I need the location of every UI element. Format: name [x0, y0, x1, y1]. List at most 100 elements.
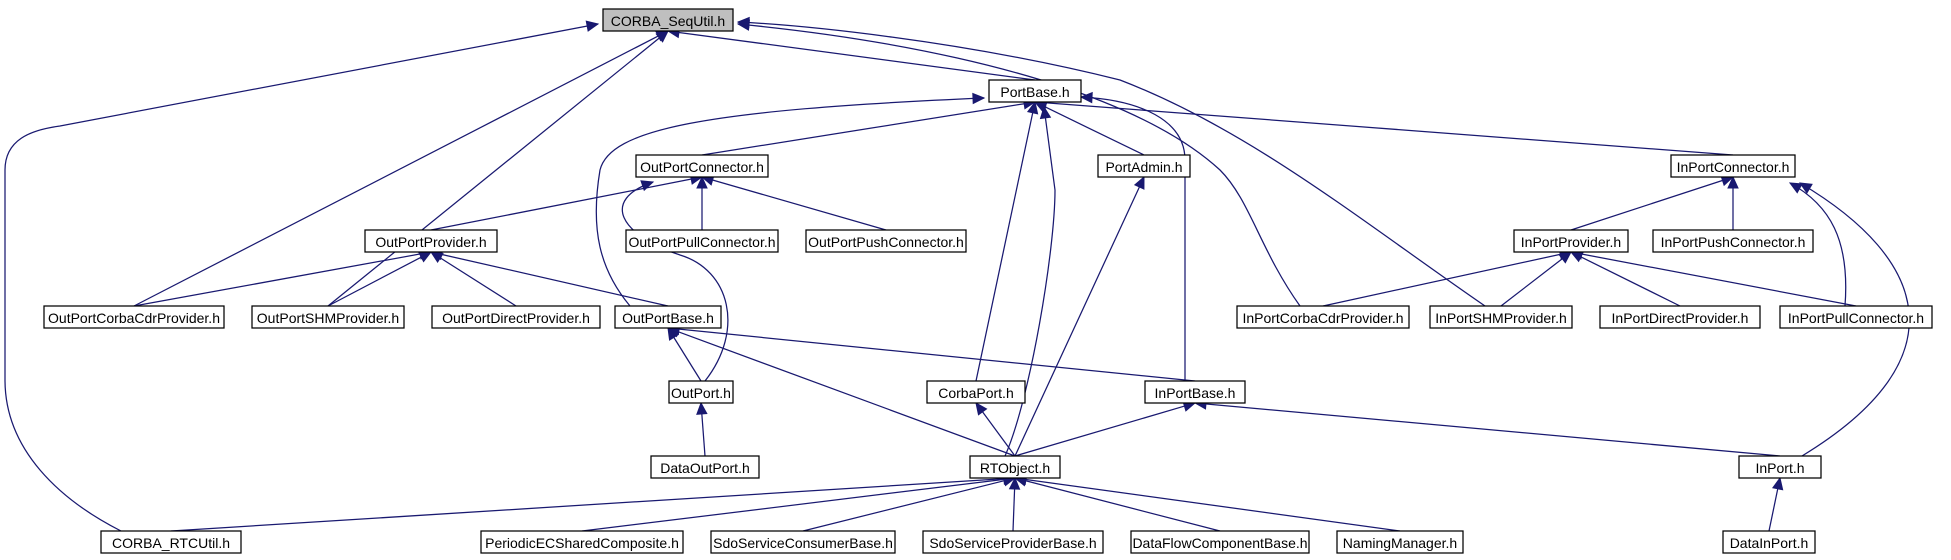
- node-inportcorbacdrprovider[interactable]: InPortCorbaCdrProvider.h: [1236, 305, 1410, 329]
- edge-sdoserviceproviderbase-to-rtobject: [1012, 487, 1016, 532]
- edge-outportpullconnector-to-outportconnector-arrowhead: [696, 175, 708, 189]
- edge-corbaport-to-portbase-arrowhead: [1026, 100, 1039, 115]
- node-portbase[interactable]: PortBase.h: [988, 79, 1082, 103]
- node-inportdirectprovider-label: InPortDirectProvider.h: [1612, 310, 1749, 326]
- node-inportprovider-label: InPortProvider.h: [1521, 234, 1621, 250]
- edge-datainport-to-inport: [1768, 487, 1779, 532]
- node-outportconnector-box: [635, 154, 769, 178]
- node-inportpullconnector-label: InPortPullConnector.h: [1788, 310, 1924, 326]
- node-outportpullconnector-label: OutPortPullConnector.h: [628, 234, 775, 250]
- edge-inportshmprovider-to-inportprovider: [1500, 257, 1564, 307]
- node-dataoutport-label: DataOutPort.h: [660, 460, 750, 476]
- node-rtobject-label: RTObject.h: [980, 460, 1050, 476]
- node-rtobject[interactable]: RTObject.h: [969, 455, 1061, 479]
- edge-periodicecsharedcomposite-to-rtobject: [581, 478, 1006, 532]
- node-periodicecsharedcomposite[interactable]: PeriodicECSharedComposite.h: [480, 530, 684, 554]
- edge-outportprovider-to-outportconnector: [430, 178, 693, 231]
- node-inportconnector[interactable]: InPortConnector.h: [1670, 154, 1796, 178]
- edge-inport-to-inportconnector-arrowhead: [1798, 182, 1813, 194]
- node-inport-label: InPort.h: [1755, 460, 1804, 476]
- node-namingmanager[interactable]: NamingManager.h: [1336, 530, 1464, 554]
- edges-layer: [4, 16, 1910, 532]
- node-inportshmprovider-box: [1429, 305, 1573, 329]
- node-inportbase-box: [1144, 380, 1246, 404]
- node-sdoserviceconsumerbase-label: SdoServiceConsumerBase.h: [713, 535, 893, 551]
- node-outportshmprovider[interactable]: OutPortSHMProvider.h: [251, 305, 405, 329]
- node-inportpushconnector[interactable]: InPortPushConnector.h: [1652, 229, 1814, 253]
- node-portadmin[interactable]: PortAdmin.h: [1097, 154, 1191, 178]
- edge-rtobject-to-portbase-arrowhead: [1039, 105, 1052, 120]
- node-sdoserviceproviderbase[interactable]: SdoServiceProviderBase.h: [922, 530, 1104, 554]
- node-corba_rtcutil-label: CORBA_RTCUtil.h: [112, 535, 230, 551]
- edge-corbaport-to-portbase: [975, 111, 1034, 382]
- edge-rtobject-to-inportbase: [1014, 405, 1186, 457]
- node-inportshmprovider[interactable]: InPortSHMProvider.h: [1429, 305, 1573, 329]
- node-sdoserviceproviderbase-label: SdoServiceProviderBase.h: [929, 535, 1096, 551]
- node-inportpushconnector-label: InPortPushConnector.h: [1661, 234, 1806, 250]
- node-outportcorbacdrprovider-box: [43, 305, 225, 329]
- node-inportpushconnector-box: [1652, 229, 1814, 253]
- edge-inportcorbacdrprovider-to-inportprovider: [1322, 253, 1562, 307]
- node-inportbase-label: InPortBase.h: [1155, 385, 1236, 401]
- node-corbaport[interactable]: CorbaPort.h: [926, 380, 1026, 404]
- node-outportprovider-label: OutPortProvider.h: [375, 234, 486, 250]
- node-inportconnector-box: [1670, 154, 1796, 178]
- edge-inportshmprovider-to-corba_sequtil-arrowhead: [736, 16, 750, 29]
- node-outport[interactable]: OutPort.h: [668, 380, 734, 404]
- edge-sdoserviceconsumerbase-to-rtobject: [802, 479, 1006, 532]
- node-corba_sequtil[interactable]: CORBA_SeqUtil.h: [602, 8, 734, 32]
- node-outportbase[interactable]: OutPortBase.h: [614, 305, 722, 329]
- edge-dataflowcomponentbase-to-rtobject: [1024, 479, 1221, 532]
- edge-dataoutport-to-outport-arrowhead: [696, 401, 708, 415]
- edge-outportconnector-to-portbase: [701, 102, 1026, 156]
- node-inportbase[interactable]: InPortBase.h: [1144, 380, 1246, 404]
- edge-outportdirectprovider-to-outportprovider: [439, 256, 517, 307]
- node-corbaport-label: CorbaPort.h: [938, 385, 1013, 401]
- edge-dataoutport-to-outport: [701, 412, 706, 457]
- node-inport[interactable]: InPort.h: [1738, 455, 1822, 479]
- edge-outportshmprovider-to-corba_sequtil-arrowhead: [655, 30, 669, 43]
- node-outportdirectprovider-box: [431, 305, 601, 329]
- edge-namingmanager-to-rtobject: [1024, 478, 1401, 532]
- node-outportdirectprovider[interactable]: OutPortDirectProvider.h: [431, 305, 601, 329]
- node-outportprovider[interactable]: OutPortProvider.h: [364, 229, 498, 253]
- node-corbaport-box: [926, 380, 1026, 404]
- node-outportcorbacdrprovider-label: OutPortCorbaCdrProvider.h: [48, 310, 220, 326]
- edge-inportconnector-to-portbase: [1044, 102, 1734, 156]
- node-datainport-box: [1722, 530, 1816, 554]
- node-inport-box: [1738, 455, 1822, 479]
- node-inportcorbacdrprovider-box: [1236, 305, 1410, 329]
- edge-inportbase-to-portbase-arrowhead: [1079, 91, 1093, 104]
- node-inportpullconnector[interactable]: InPortPullConnector.h: [1779, 305, 1933, 329]
- node-corba_rtcutil[interactable]: CORBA_RTCUtil.h: [100, 530, 242, 554]
- node-corba_sequtil-box: [602, 8, 734, 32]
- node-namingmanager-box: [1336, 530, 1464, 554]
- node-datainport-label: DataInPort.h: [1730, 535, 1809, 551]
- edge-inportshmprovider-to-inportprovider-arrowhead: [1558, 251, 1572, 264]
- edge-inport-to-inportbase: [1204, 403, 1781, 457]
- edge-outportshmprovider-to-outportprovider: [327, 256, 423, 307]
- node-dataoutport[interactable]: DataOutPort.h: [650, 455, 760, 479]
- node-inportdirectprovider[interactable]: InPortDirectProvider.h: [1599, 305, 1761, 329]
- node-datainport[interactable]: DataInPort.h: [1722, 530, 1816, 554]
- node-outport-label: OutPort.h: [671, 385, 731, 401]
- edge-outportshmprovider-to-outportprovider-arrowhead: [418, 251, 433, 263]
- edge-inportpullconnector-to-inportconnector-arrowhead: [1788, 182, 1803, 194]
- node-inportconnector-label: InPortConnector.h: [1677, 159, 1790, 175]
- node-sdoserviceconsumerbase-box: [710, 530, 896, 554]
- edge-portadmin-to-portbase: [1043, 105, 1145, 156]
- node-outportshmprovider-label: OutPortSHMProvider.h: [257, 310, 399, 326]
- node-outportconnector-label: OutPortConnector.h: [640, 159, 764, 175]
- node-portadmin-box: [1097, 154, 1191, 178]
- edge-portbase-to-corba_sequtil: [677, 31, 1036, 81]
- node-inportprovider[interactable]: InPortProvider.h: [1513, 229, 1629, 253]
- edge-inportbase-to-outportbase: [677, 328, 1196, 382]
- node-sdoserviceconsumerbase[interactable]: SdoServiceConsumerBase.h: [710, 530, 896, 554]
- node-outportcorbacdrprovider[interactable]: OutPortCorbaCdrProvider.h: [43, 305, 225, 329]
- node-outportpushconnector-box: [805, 229, 967, 253]
- node-outportpushconnector[interactable]: OutPortPushConnector.h: [805, 229, 967, 253]
- node-dataflowcomponentbase[interactable]: DataFlowComponentBase.h: [1130, 530, 1310, 554]
- node-outportconnector[interactable]: OutPortConnector.h: [635, 154, 769, 178]
- node-outportpullconnector[interactable]: OutPortPullConnector.h: [625, 229, 779, 253]
